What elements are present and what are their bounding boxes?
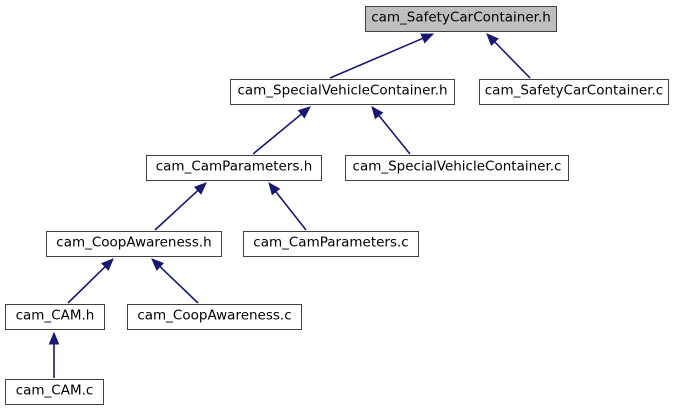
graph-node-label: cam_CamParameters.h [155,158,313,175]
graph-node-label: cam_CamParameters.c [253,234,409,251]
graph-node-camparameters_c[interactable]: cam_CamParameters.c [243,231,419,257]
graph-node-coopawareness_c[interactable]: cam_CoopAwareness.c [127,304,302,330]
graph-node-label: cam_CAM.h [15,307,95,324]
graph-node-label: cam_SpecialVehicleContainer.c [352,158,562,175]
graph-edge-cam_c-to-cam_h [48,331,60,378]
graph-node-label: cam_CoopAwareness.c [137,307,292,324]
graph-node-label: cam_SafetyCarContainer.h [371,9,551,26]
graph-node-specialvehiclecontainer_h[interactable]: cam_SpecialVehicleContainer.h [230,79,455,105]
graph-node-cam_h[interactable]: cam_CAM.h [5,304,105,330]
graph-edge-coopawareness_h-to-camparameters_h [154,182,207,231]
graph-edge-safetycarcontainer_c-to-safetycarcontainer_h [486,33,531,79]
graph-edge-coopawareness_c-to-coopawareness_h [151,258,199,304]
graph-node-cam_c[interactable]: cam_CAM.c [5,379,104,405]
graph-node-specialvehiclecontainer_c[interactable]: cam_SpecialVehicleContainer.c [345,155,569,181]
graph-edge-specialvehiclecontainer_c-to-specialvehiclecontainer_h [371,105,411,155]
graph-edge-camparameters_c-to-camparameters_h [268,181,307,231]
graph-node-label: cam_CAM.c [15,382,94,399]
graph-edge-camparameters_h-to-specialvehiclecontainer_h [252,106,311,155]
graph-node-label: cam_CoopAwareness.h [56,234,212,251]
graph-edge-cam_h-to-coopawareness_h [67,258,114,304]
graph-node-safetycarcontainer_c[interactable]: cam_SafetyCarContainer.c [479,79,669,105]
graph-node-safetycarcontainer_h[interactable]: cam_SafetyCarContainer.h [365,6,557,32]
graph-edge-specialvehiclecontainer_h-to-safetycarcontainer_h [329,33,435,79]
graph-node-label: cam_SpecialVehicleContainer.h [237,82,448,99]
graph-node-camparameters_h[interactable]: cam_CamParameters.h [146,155,322,181]
graph-node-label: cam_SafetyCarContainer.c [484,82,664,99]
graph-node-coopawareness_h[interactable]: cam_CoopAwareness.h [46,231,222,257]
